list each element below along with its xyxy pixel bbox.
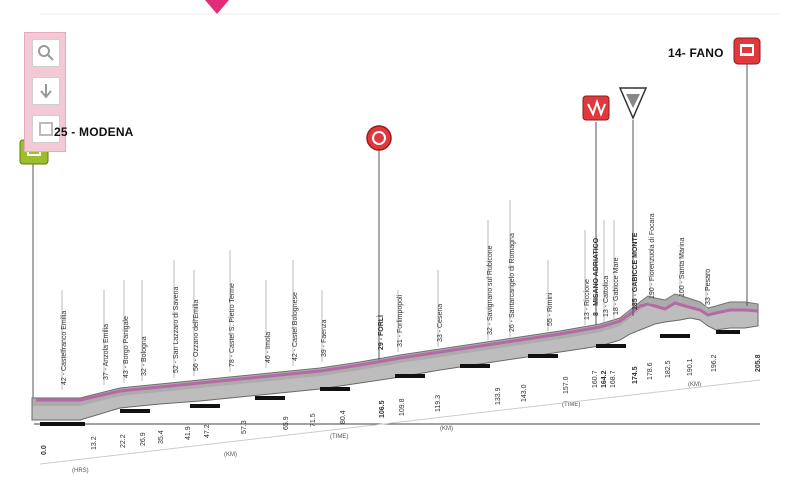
distance-label: 35.4 xyxy=(158,430,165,444)
distance-label: 26.9 xyxy=(140,432,147,446)
distance-label: 164.2 xyxy=(601,370,608,388)
place-label: 56 - Ozzano dell'Emilia xyxy=(193,300,200,371)
start-km: 25 xyxy=(54,125,68,139)
place-label: 33 - Pesaro xyxy=(705,269,712,305)
time-label: (TIME) xyxy=(330,434,348,440)
distance-label: 71.5 xyxy=(310,413,317,427)
place-label: 42 - Castelfranco Emilia xyxy=(61,311,68,385)
distance-label: 109.8 xyxy=(399,398,406,416)
route-line xyxy=(36,301,759,402)
place-label: 18 - Gabicce Mare xyxy=(613,257,620,315)
place-label: 8 - MISANO ADRIATICO xyxy=(593,237,600,316)
feed-zone-icon xyxy=(582,95,610,121)
finish-town-label: 14- FANO xyxy=(668,46,724,60)
place-label: 33 - Cesena xyxy=(437,304,444,342)
place-label: 13 - Cattolica xyxy=(603,276,610,317)
distance-label: 119.3 xyxy=(435,395,442,412)
place-label: 185 - GABICCE MONTE xyxy=(632,232,639,310)
distance-label: 182.5 xyxy=(665,360,672,378)
place-label: 39 - Faenza xyxy=(321,320,328,357)
zoom-reset-icon xyxy=(39,122,53,136)
time-band-labels: (HRS) (KM) (TIME) (KM) (TIME) (KM) xyxy=(72,382,701,474)
finish-flag-icon xyxy=(733,37,761,65)
time-label: (KM) xyxy=(688,382,701,388)
distance-label: 65.9 xyxy=(283,416,290,430)
zoom-out-button[interactable] xyxy=(32,77,60,105)
zoom-out-icon xyxy=(40,84,52,99)
time-label: (KM) xyxy=(440,426,453,432)
distance-label: 143.0 xyxy=(521,384,528,402)
place-label: 190 - Fiorenzuola di Focara xyxy=(649,213,656,299)
distance-label: 196.2 xyxy=(711,354,718,372)
finish-km: 14 xyxy=(668,46,682,60)
place-label: 43 - Borgo Panigale xyxy=(123,316,130,378)
distance-label: 190.1 xyxy=(687,358,694,376)
place-labels: 42 - Castelfranco Emilia 37 - Anzola Emi… xyxy=(61,213,712,385)
time-label: (TIME) xyxy=(562,402,580,408)
place-label: 78 - Castel S. Pietro Terme xyxy=(229,283,236,367)
distance-label: 22.2 xyxy=(120,434,127,448)
start-town-label: 25 - MODENA xyxy=(54,125,134,139)
distance-label: 0.0 xyxy=(41,445,48,455)
zoom-reset-button[interactable] xyxy=(32,115,60,143)
pink-map-pin-icon xyxy=(205,0,229,14)
distance-label: 157.0 xyxy=(563,376,570,394)
sprint-icon xyxy=(366,125,392,151)
distance-label: 80.4 xyxy=(340,410,347,424)
distance-label: 41.9 xyxy=(185,426,192,440)
distance-label: 205.8 xyxy=(755,354,762,372)
kom-icon xyxy=(618,87,648,120)
distance-label: 168.7 xyxy=(610,370,617,388)
finish-town-name: FANO xyxy=(689,46,724,60)
place-ticks xyxy=(61,200,707,390)
distance-label: 47.2 xyxy=(204,424,211,438)
distance-label: 133.9 xyxy=(495,387,502,405)
place-label: 42 - Castel Bolognese xyxy=(292,292,299,361)
terrain-body xyxy=(31,293,759,421)
zoom-in-icon xyxy=(38,45,54,61)
place-label: 29 - FORLÌ xyxy=(376,315,385,350)
zoom-in-button[interactable] xyxy=(32,39,60,67)
distance-label: 160.7 xyxy=(592,370,599,388)
place-label: 46 - Imola xyxy=(265,332,272,363)
zoom-control-panel xyxy=(24,32,66,152)
distance-scale-segments xyxy=(40,330,740,426)
distance-label: 57.3 xyxy=(241,420,248,434)
distance-label: 178.6 xyxy=(647,362,654,380)
place-label: 32 - Bologna xyxy=(141,336,148,376)
start-town-name: MODENA xyxy=(79,125,134,139)
place-label: 100 - Santa Marina xyxy=(679,237,686,297)
distance-label: 174.5 xyxy=(632,366,639,384)
place-label: 37 - Anzola Emilia xyxy=(103,324,110,380)
distance-labels: 0.0 13.2 22.2 26.9 35.4 41.9 47.2 57.3 6… xyxy=(41,354,762,455)
distance-label: 106.5 xyxy=(379,400,386,418)
time-label: (HRS) xyxy=(72,468,89,474)
place-label: 32 - Savignano sul Rubicone xyxy=(487,245,494,335)
place-label: 31 - Forlimpopoli xyxy=(397,294,404,347)
place-label: 26 - Santarcangelo di Romagna xyxy=(509,233,516,332)
distance-label: 13.2 xyxy=(91,436,98,450)
place-label: 55 - Rimini xyxy=(547,292,554,326)
place-label: 52 - San Lazzaro di Savena xyxy=(173,287,180,373)
place-label: 13 - Riccione xyxy=(584,279,591,320)
time-label: (KM) xyxy=(224,452,237,458)
